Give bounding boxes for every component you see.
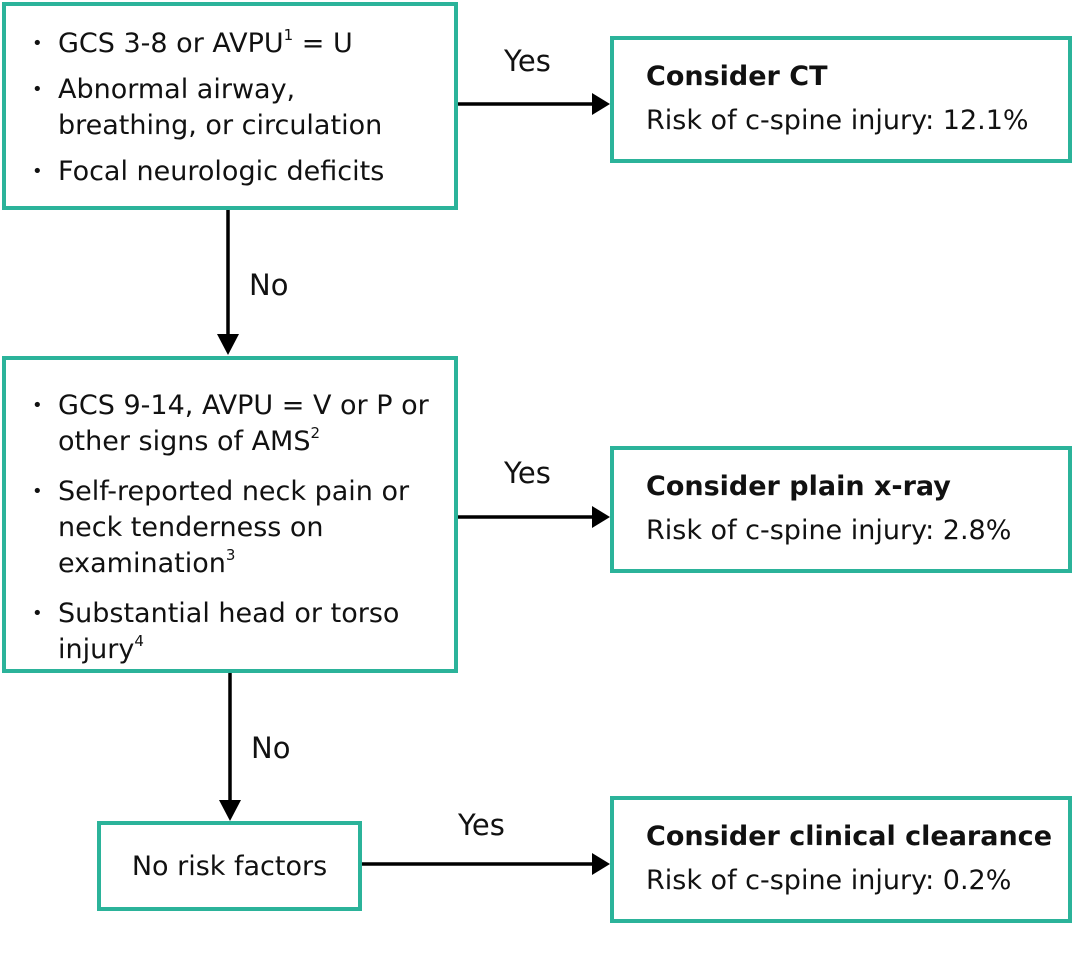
clearance-outcome-box: Consider clinical clearance Risk of c-sp… bbox=[610, 796, 1072, 923]
step3-yes-label: Yes bbox=[458, 808, 505, 842]
no-risk-factors-box: No risk factors bbox=[97, 821, 362, 911]
step1-criteria-box: GCS 3-8 or AVPU1 = U Abnormal airway, br… bbox=[2, 2, 458, 210]
step1-criteria-list: GCS 3-8 or AVPU1 = U Abnormal airway, br… bbox=[30, 26, 434, 190]
step2-criteria-box: GCS 9-14, AVPU = V or P or other signs o… bbox=[2, 356, 458, 673]
xray-outcome-title: Consider plain x-ray bbox=[646, 471, 951, 502]
criteria-item: Substantial head or torso injury4 bbox=[30, 596, 434, 668]
xray-outcome-risk: Risk of c-spine injury: 2.8% bbox=[646, 515, 1012, 546]
clearance-outcome-risk: Risk of c-spine injury: 0.2% bbox=[646, 865, 1012, 896]
criteria-item: Self-reported neck pain or neck tenderne… bbox=[30, 474, 434, 582]
criteria-item: Abnormal airway, breathing, or circulati… bbox=[30, 72, 434, 144]
clearance-outcome-title: Consider clinical clearance bbox=[646, 821, 1053, 852]
xray-outcome-box: Consider plain x-ray Risk of c-spine inj… bbox=[610, 446, 1072, 573]
step1-no-label: No bbox=[249, 268, 289, 302]
no-risk-factors-label: No risk factors bbox=[131, 850, 328, 882]
ct-outcome-risk: Risk of c-spine injury: 12.1% bbox=[646, 105, 1029, 136]
criteria-item: Focal neurologic deficits bbox=[30, 154, 434, 190]
ct-outcome-title: Consider CT bbox=[646, 61, 828, 92]
step2-no-label: No bbox=[251, 731, 291, 765]
step2-yes-label: Yes bbox=[504, 456, 551, 490]
step2-criteria-list: GCS 9-14, AVPU = V or P or other signs o… bbox=[30, 388, 434, 668]
criteria-item: GCS 9-14, AVPU = V or P or other signs o… bbox=[30, 388, 434, 460]
criteria-item: GCS 3-8 or AVPU1 = U bbox=[30, 26, 434, 62]
step1-yes-label: Yes bbox=[504, 44, 551, 78]
ct-outcome-box: Consider CT Risk of c-spine injury: 12.1… bbox=[610, 36, 1072, 163]
